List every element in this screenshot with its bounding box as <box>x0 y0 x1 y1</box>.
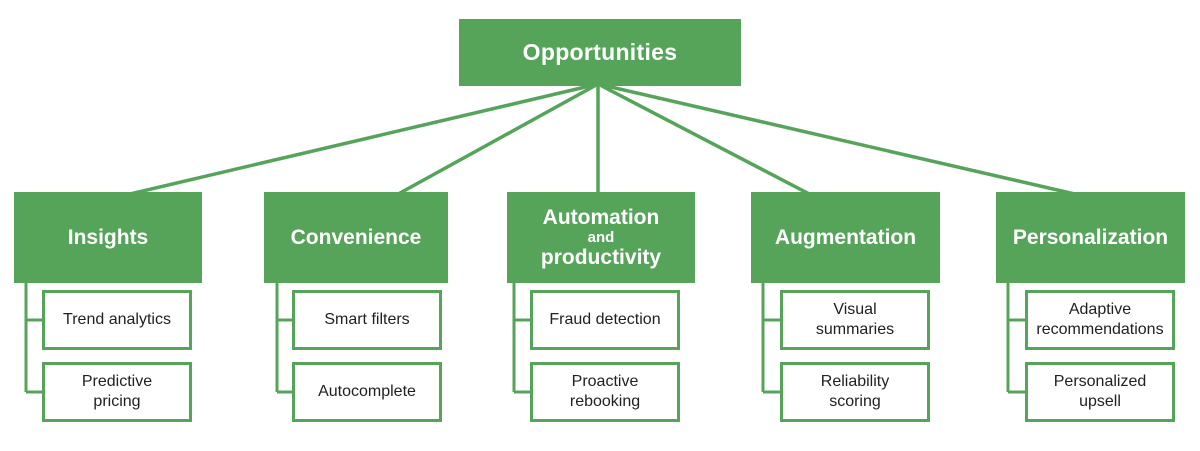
child-label: Visual summaries <box>815 301 895 338</box>
child-node-visual-summaries: Visual summaries <box>780 290 930 350</box>
child-node-predictive-pricing: Predictive pricing <box>42 362 192 422</box>
child-node-reliability-scoring: Reliability scoring <box>780 362 930 422</box>
child-node-personalized-upsell: Personalized upsell <box>1025 362 1175 422</box>
child-label: Smart filters <box>324 311 410 328</box>
category-title: Augmentation <box>774 225 917 249</box>
child-node-autocomplete: Autocomplete <box>292 362 442 422</box>
category-node-personalization: Personalization <box>996 192 1185 283</box>
category-node-augmentation: Augmentation <box>751 192 940 283</box>
root-node-label: Opportunities <box>522 39 678 65</box>
child-label: Fraud detection <box>549 311 661 328</box>
category-node-convenience: Convenience <box>264 192 448 283</box>
root-node-opportunities: Opportunities <box>459 19 741 86</box>
category-title: Insights <box>67 225 149 249</box>
child-label: Trend analytics <box>63 311 171 328</box>
category-title: Personalization <box>1012 225 1169 249</box>
category-node-insights: Insights <box>14 192 202 283</box>
child-label: Reliability scoring <box>820 373 890 410</box>
child-label: Adaptive recommendations <box>1036 301 1164 338</box>
child-node-proactive-rebooking: Proactive rebooking <box>530 362 680 422</box>
category-node-automation-productivity: Automation and productivity <box>507 192 695 283</box>
category-title: Convenience <box>290 225 422 249</box>
child-label: Proactive rebooking <box>569 373 641 410</box>
category-title-line-small: and <box>587 229 615 246</box>
category-title-line: Automation <box>542 206 660 229</box>
child-label: Personalized upsell <box>1053 373 1147 410</box>
child-node-adaptive-recommendations: Adaptive recommendations <box>1025 290 1175 350</box>
child-label: Autocomplete <box>318 383 416 400</box>
category-title-line: productivity <box>540 246 662 269</box>
child-node-smart-filters: Smart filters <box>292 290 442 350</box>
child-node-fraud-detection: Fraud detection <box>530 290 680 350</box>
child-label: Predictive pricing <box>81 373 153 410</box>
child-node-trend-analytics: Trend analytics <box>42 290 192 350</box>
